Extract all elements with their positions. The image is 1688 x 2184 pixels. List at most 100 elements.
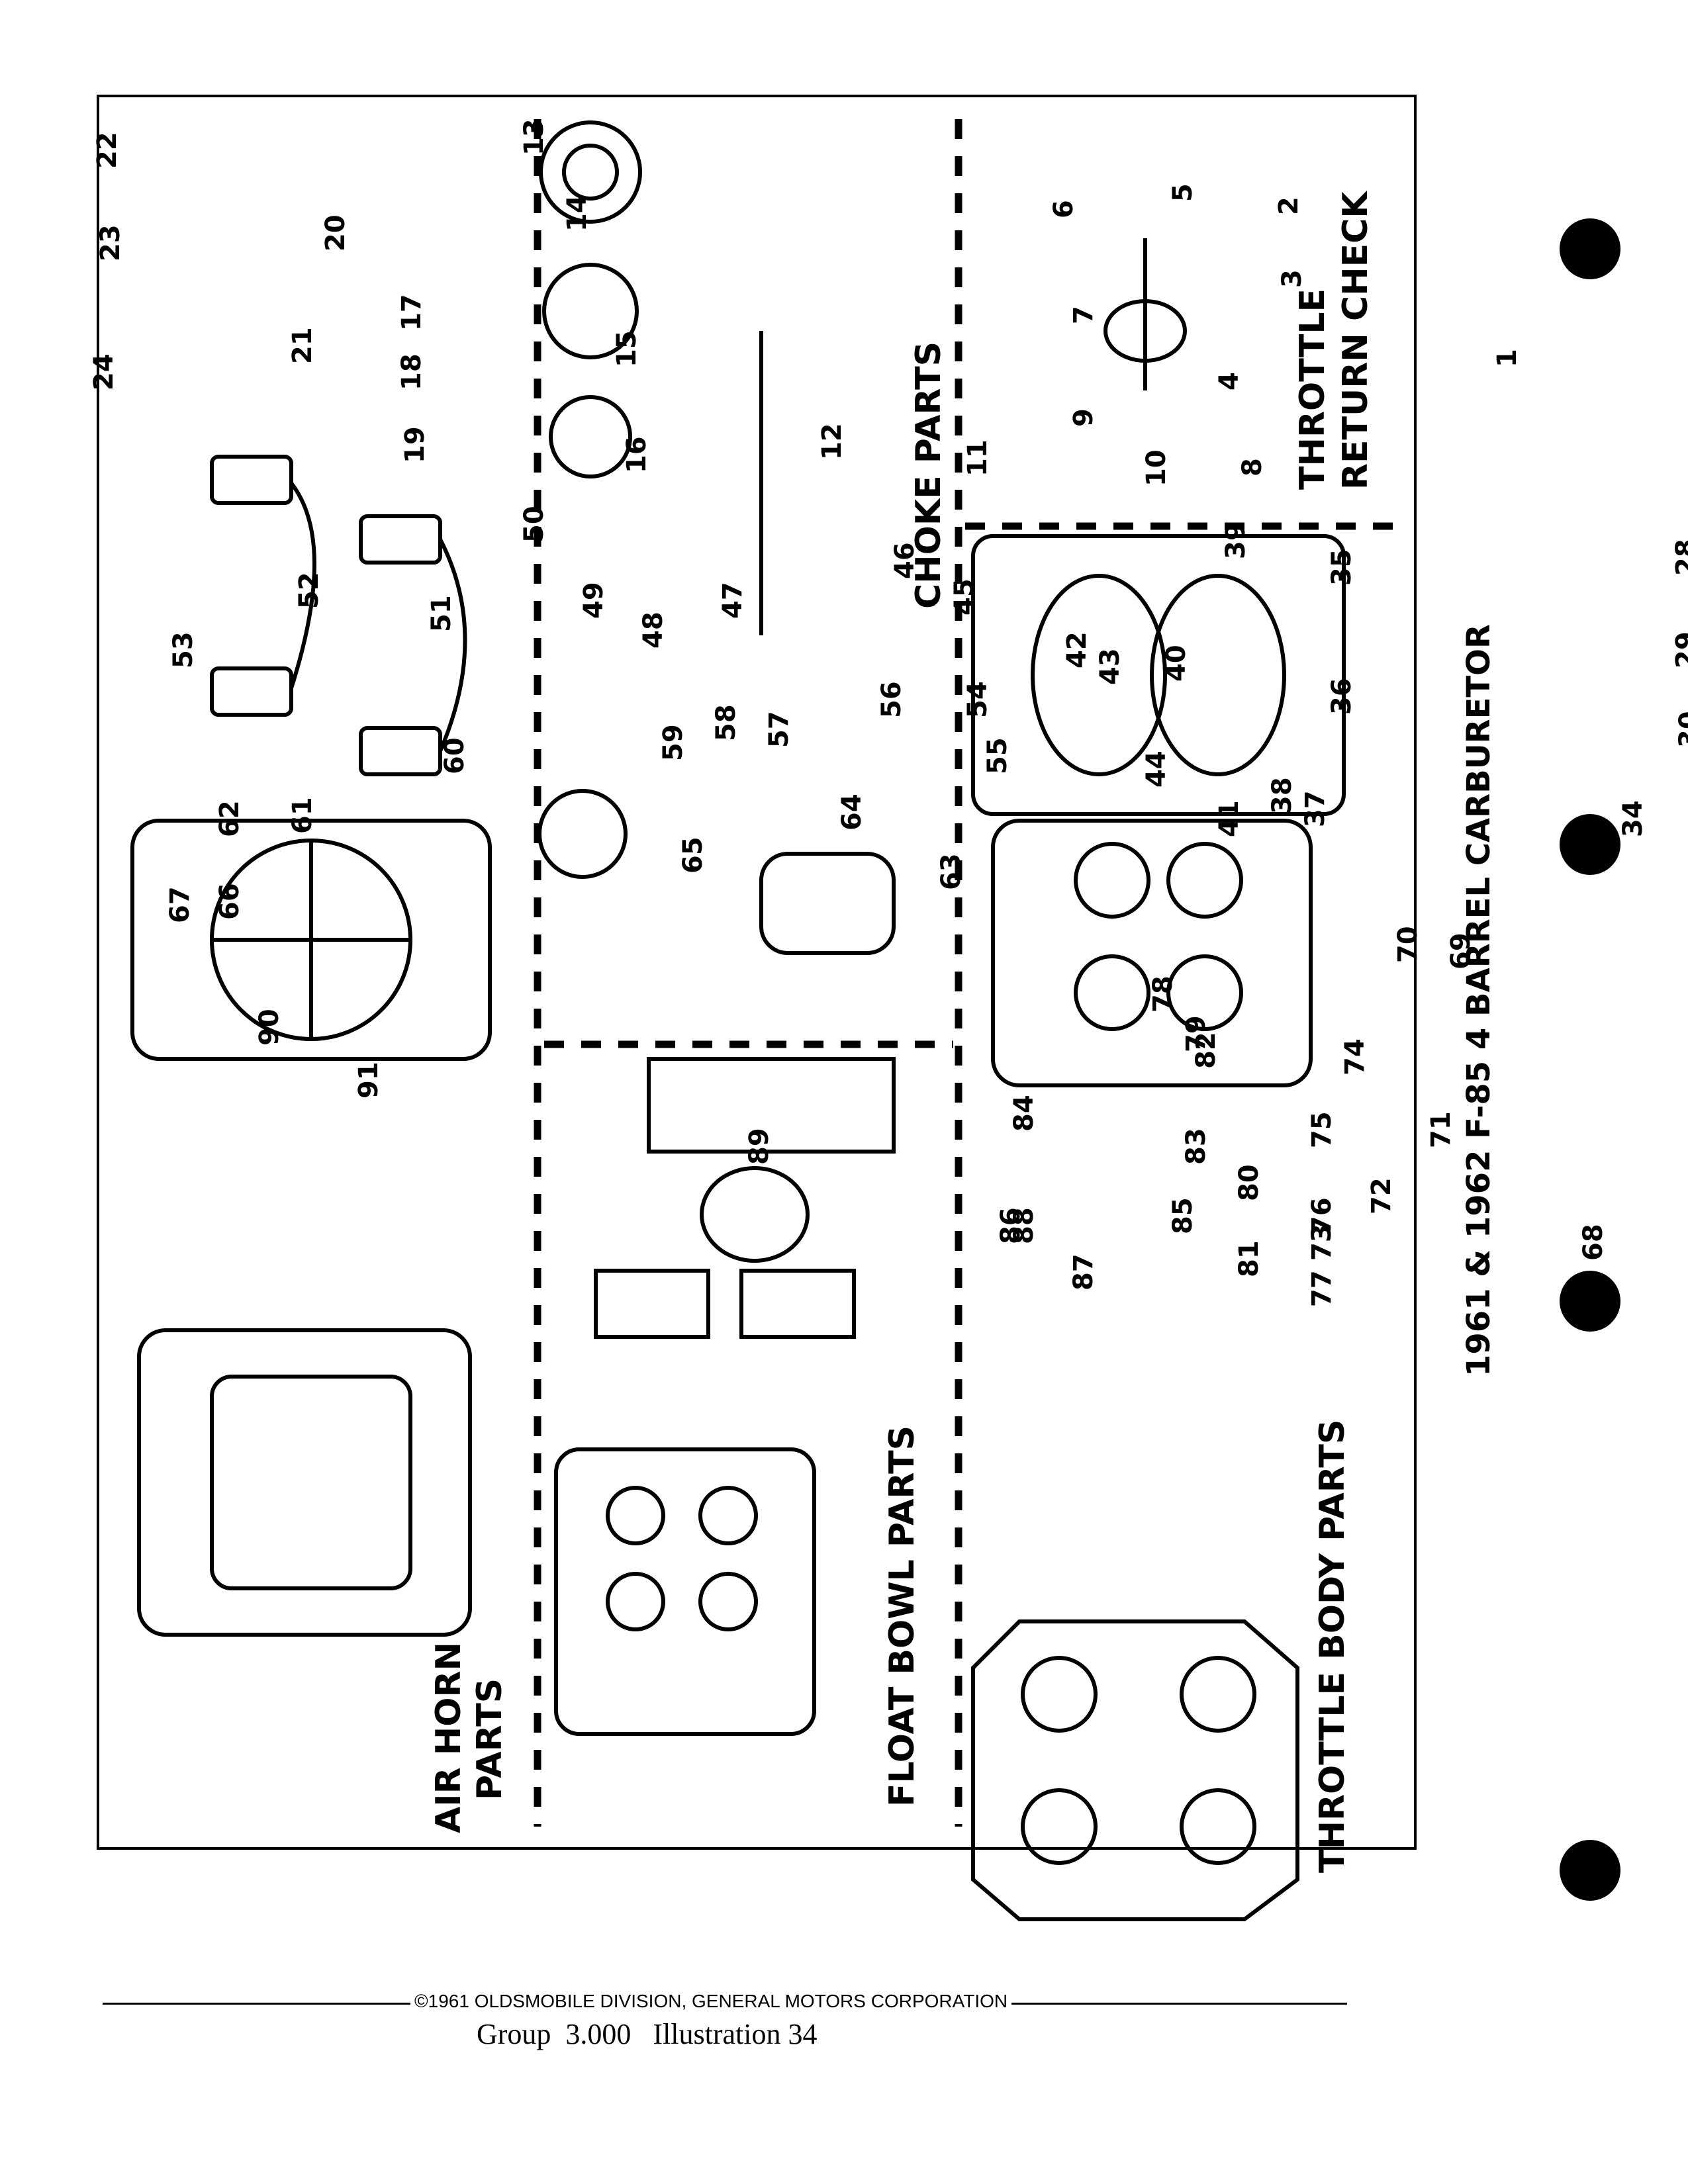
part-number-12: 12 (817, 423, 847, 460)
part-number-90: 90 (254, 1009, 285, 1046)
part-number-66: 66 (214, 883, 245, 920)
air-horn-gasket (137, 1328, 472, 1637)
venturi-cluster-35 (594, 1269, 710, 1339)
part-number-76: 76 (1307, 1197, 1337, 1234)
part-number-88: 88 (1009, 1207, 1039, 1244)
part-number-36: 36 (1327, 678, 1357, 715)
part-number-42: 42 (1062, 631, 1092, 668)
part-number-29: 29 (1671, 631, 1688, 668)
part-number-57: 57 (764, 711, 794, 748)
choke-cover-51 (549, 395, 632, 478)
venturi-cluster-36 (739, 1269, 856, 1339)
part-number-1: 1 (1492, 349, 1523, 367)
section-dividers (534, 119, 1410, 1827)
part-number-86: 86 (996, 1207, 1026, 1244)
figure-caption: Group 3.000 Illustration 34 (477, 2018, 818, 2050)
part-number-64: 64 (837, 794, 867, 831)
part-number-65: 65 (678, 837, 708, 874)
part-number-38: 38 (1267, 777, 1297, 814)
part-number-35: 35 (1327, 549, 1357, 586)
part-labels: 1234567891011121314151617181920212223242… (89, 118, 1688, 1307)
part-number-18: 18 (397, 353, 427, 390)
float-bowl (554, 1447, 816, 1736)
part-number-17: 17 (397, 294, 427, 331)
part-number-51: 51 (426, 595, 457, 632)
part-number-68: 68 (1578, 1224, 1609, 1261)
section-float-bowl: FLOAT BOWL PARTS (882, 1426, 922, 1807)
part-number-22: 22 (92, 132, 122, 169)
part-number-80: 80 (1234, 1164, 1264, 1201)
part-number-3: 3 (1277, 269, 1307, 288)
part-number-55: 55 (982, 737, 1013, 774)
part-number-7: 7 (1068, 306, 1099, 324)
gasket-56 (759, 852, 896, 955)
part-number-48: 48 (638, 612, 669, 649)
part-number-24: 24 (89, 353, 119, 390)
part-number-78: 78 (1148, 976, 1178, 1013)
part-number-81: 81 (1234, 1240, 1264, 1277)
part-number-54: 54 (962, 681, 993, 718)
float-16 (359, 514, 442, 565)
part-number-82: 82 (1191, 1032, 1221, 1069)
part-number-84: 84 (1009, 1095, 1039, 1132)
part-number-83: 83 (1181, 1128, 1211, 1165)
part-number-37: 37 (1300, 790, 1331, 827)
binder-hole-4 (1560, 1840, 1620, 1901)
binder-hole-1 (1560, 218, 1620, 279)
part-number-75: 75 (1307, 1111, 1337, 1148)
diagram-frame (97, 95, 1417, 1850)
part-number-4: 4 (1214, 372, 1244, 390)
part-number-50: 50 (519, 506, 549, 543)
part-number-47: 47 (718, 582, 748, 619)
part-number-11: 11 (962, 439, 993, 477)
section-air-horn-2: PARTS (470, 1678, 510, 1800)
part-number-73: 73 (1307, 1224, 1337, 1261)
part-number-87: 87 (1068, 1253, 1099, 1291)
part-number-8: 8 (1237, 458, 1268, 477)
part-number-49: 49 (579, 582, 609, 619)
part-number-53: 53 (168, 631, 199, 668)
throttle-body-gasket (971, 1619, 1299, 1921)
part-number-13: 13 (519, 118, 549, 156)
part-number-67: 67 (165, 886, 195, 923)
part-number-58: 58 (711, 704, 741, 741)
float-16b (359, 726, 442, 776)
inset-box (647, 1057, 896, 1154)
part-number-71: 71 (1426, 1111, 1456, 1148)
power-piston-41 (700, 1166, 810, 1263)
part-number-43: 43 (1095, 648, 1125, 685)
throttle-body (991, 819, 1313, 1087)
part-number-52: 52 (294, 572, 324, 609)
section-choke: CHOKE PARTS (909, 341, 949, 609)
float-13 (210, 455, 293, 505)
section-throttle-return-2: RETURN CHECK (1336, 191, 1376, 490)
binder-hole-3 (1560, 1271, 1620, 1332)
copyright-line: ©1961 OLDSMOBILE DIVISION, GENERAL MOTOR… (410, 1991, 1012, 2012)
part-number-77: 77 (1307, 1270, 1337, 1307)
part-number-63: 63 (936, 853, 966, 890)
part-number-91: 91 (353, 1062, 384, 1099)
part-number-19: 19 (400, 426, 430, 463)
part-number-9: 9 (1068, 408, 1099, 427)
air-horn (130, 819, 492, 1061)
section-throttle-return-1: THROTTLE (1293, 289, 1333, 490)
part-number-30: 30 (1674, 711, 1688, 748)
float-13b (210, 666, 293, 717)
part-number-62: 62 (214, 800, 245, 837)
part-number-15: 15 (612, 330, 642, 367)
part-number-40: 40 (1161, 645, 1192, 682)
binder-hole-2 (1560, 814, 1620, 875)
part-number-16: 16 (622, 436, 652, 473)
gasket-52 (542, 263, 639, 359)
part-number-85: 85 (1168, 1197, 1198, 1234)
part-number-72: 72 (1366, 1177, 1397, 1214)
part-number-69: 69 (1446, 933, 1476, 970)
section-throttle-body: THROTTLE BODY PARTS (1313, 1420, 1352, 1873)
part-number-6: 6 (1049, 200, 1079, 218)
part-number-14: 14 (562, 195, 592, 232)
part-number-41: 41 (1214, 800, 1244, 837)
part-number-34: 34 (1618, 800, 1648, 837)
section-air-horn: AIR HORN (429, 1642, 469, 1833)
part-number-44: 44 (1141, 751, 1172, 788)
part-number-89: 89 (744, 1128, 774, 1165)
